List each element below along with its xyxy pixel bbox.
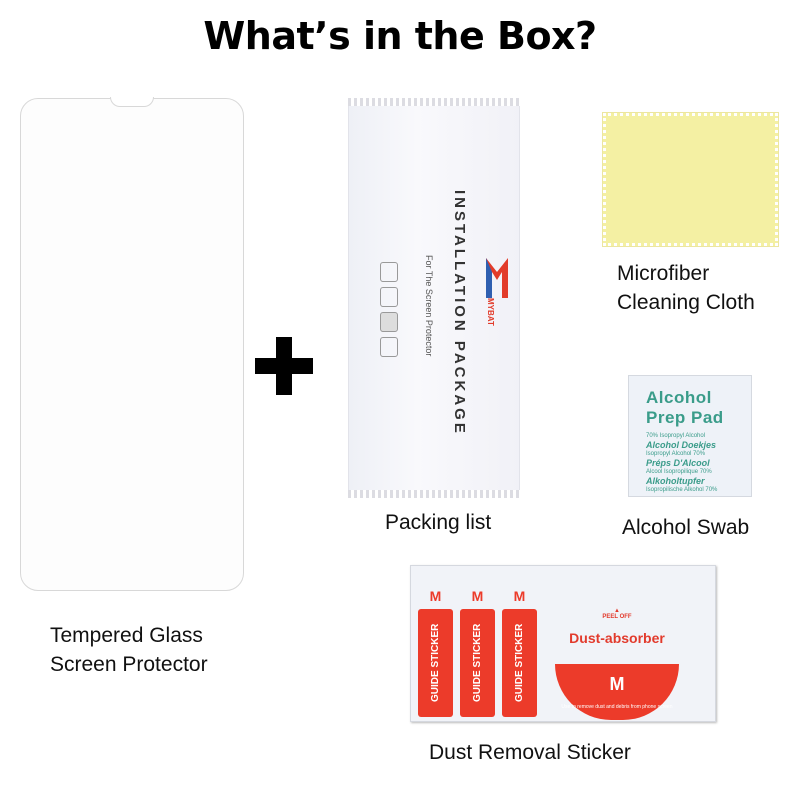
cloth-caption-line1: Microfiber [617,262,710,285]
pad-line: Alkoholtupfer [646,476,705,486]
microfiber-cloth-image [602,112,779,247]
pad-line: Alcohol Doekjes [646,440,717,450]
packet-sublabel: For The Screen Protector [424,255,434,357]
dust-logo-icon: M [609,674,625,694]
peel-off-label: ▲PEEL OFF [602,608,632,620]
peel-off-text: PEEL OFF [602,614,632,620]
pad-line: Alcool Isopropilique 70% [646,469,712,475]
packet-caption: Packing list [385,511,492,534]
guide-sticker: GUIDE STICKER [418,609,453,717]
camera-icon [380,312,398,332]
swab-caption: Alcohol Swab [622,516,750,539]
phone-icon [380,262,398,282]
packet-top-edge [348,98,520,106]
dust-removal-sticker-image: M M M GUIDE STICKER GUIDE STICKER GUIDE … [410,565,716,722]
guide-logo-icon: M [513,588,526,604]
packet-bottom-edge [348,490,520,498]
page-title: What’s in the Box? [203,14,597,58]
guide-logo-icon: M [471,588,484,604]
mybat-brand-text: MYBAT [486,298,495,326]
tempered-glass-image [20,98,244,591]
sticker-caption: Dust Removal Sticker [429,741,631,764]
guide-sticker: GUIDE STICKER [460,609,495,717]
guide-sticker: GUIDE STICKER [502,609,537,717]
plus-icon-vertical [276,337,292,395]
pad-title-2: Prep Pad [646,408,724,427]
pad-line: Préps D'Alcool [646,458,710,468]
cloth-caption-line2: Cleaning Cloth [617,291,755,314]
glass-caption: Tempered Glass Screen Protector [50,621,208,679]
dust-note: Use to remove dust and debris from phone… [561,704,673,710]
pad-line: 70% Isopropyl Alcohol [646,433,706,439]
packet-label: INSTALLATION PACKAGE [451,190,468,436]
screen-icon [380,287,398,307]
installation-packet-image [348,100,520,496]
pad-title-1: Alcohol [646,388,712,407]
glass-caption-line2: Screen Protector [50,653,208,676]
alcohol-prep-pad-image: Alcohol Prep Pad 70% Isopropyl Alcohol A… [628,375,752,497]
mybat-logo-icon [486,258,508,298]
tablet-icon [380,337,398,357]
pad-line: Isopropilische Alkohol 70% [646,487,718,493]
guide-logo-icon: M [429,588,442,604]
glass-notch [110,97,154,107]
pad-line: Isopropyl Alcohol 70% [646,451,706,457]
dust-absorber-title: Dust-absorber [569,630,665,646]
glass-caption-line1: Tempered Glass [50,624,203,647]
cloth-caption: Microfiber Cleaning Cloth [617,259,755,317]
